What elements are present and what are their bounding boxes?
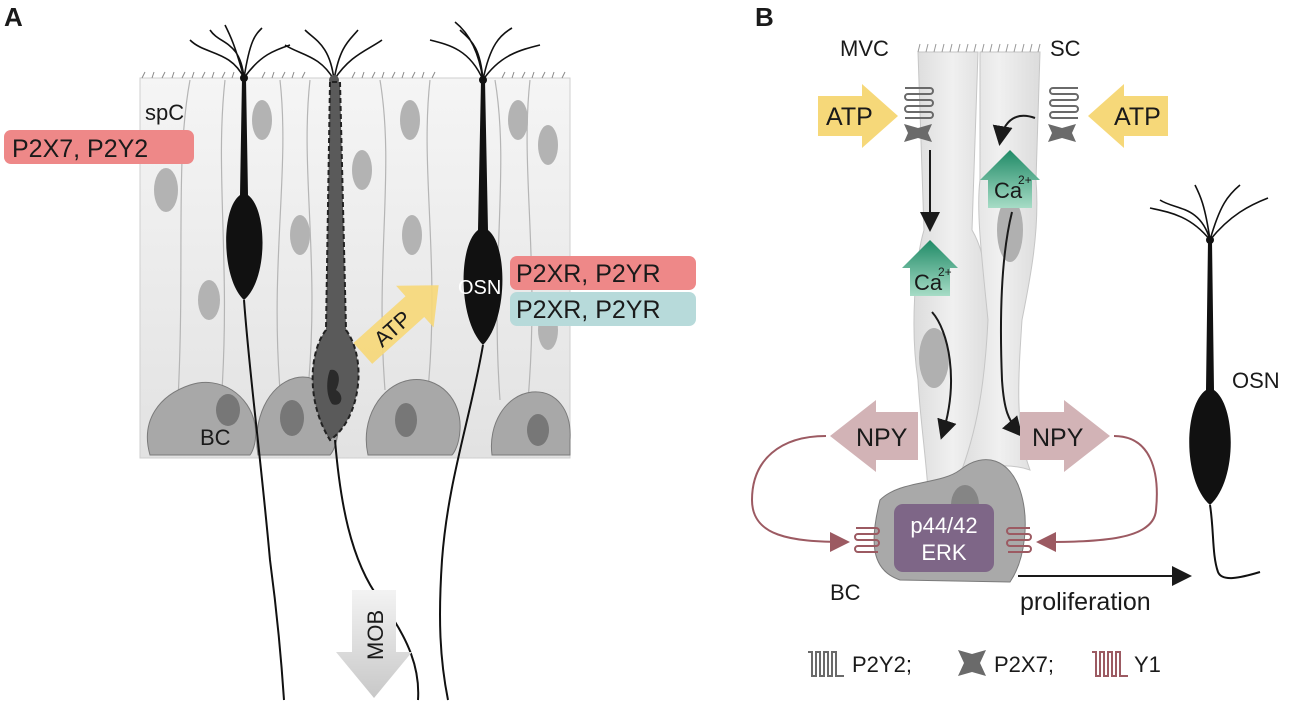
panel-b-letter: B — [755, 2, 774, 32]
ca-label-mvc: Ca — [914, 270, 943, 295]
atp-arrow-left: ATP — [818, 84, 898, 148]
signal-arrow-mvc-2 — [931, 311, 957, 440]
supporting-cell-nuclei — [154, 100, 558, 350]
basal-cells — [146, 376, 571, 456]
legend-p2y2-label: P2Y2; — [852, 652, 912, 677]
osn-receptor-text-2: P2XR, P2YR — [516, 296, 661, 324]
signal-arrow-sc-1 — [992, 114, 1036, 146]
bc-label-b: BC — [830, 580, 861, 605]
ca-label-sc: Ca — [994, 178, 1023, 203]
erk-line1: p44/42 — [910, 513, 977, 538]
legend-y1-label: Y1 — [1134, 652, 1161, 677]
apical-cilia — [141, 71, 566, 79]
p2x7-receptor-sc — [1048, 124, 1076, 142]
osn-label-b: OSN — [1232, 368, 1280, 393]
npy-arrow-right: NPY — [1020, 400, 1110, 472]
legend-p2x7-label: P2X7; — [994, 652, 1054, 677]
erk-box — [894, 504, 994, 572]
mvc-label: MVC — [840, 36, 889, 61]
spc-label: spC — [145, 100, 184, 125]
supporting-cell-boundaries — [177, 79, 533, 401]
olfactory-neuron-1 — [189, 24, 291, 701]
mob-label: MOB — [363, 610, 388, 660]
sc-nucleus — [997, 198, 1023, 262]
npy-arrow-left: NPY — [830, 400, 918, 472]
legend-y1-icon — [1092, 651, 1128, 677]
y1-feedback-right — [1036, 435, 1158, 552]
p2x7-receptor-mvc — [904, 124, 932, 142]
osn-receptor-box-2 — [510, 292, 696, 326]
ca-arrow-sc: Ca 2+ — [980, 150, 1040, 208]
erk-line2: ERK — [921, 540, 967, 565]
proliferation-label: proliferation — [1020, 588, 1151, 616]
atp-label-right: ATP — [1114, 103, 1161, 131]
legend-p2y2-icon — [808, 651, 844, 677]
mob-arrow: MOB — [336, 590, 412, 698]
y1-receptor-left — [854, 527, 880, 553]
olfactory-neuron-b — [1149, 184, 1269, 579]
npy-label-left: NPY — [856, 424, 908, 452]
p2y2-receptor-sc — [1049, 87, 1079, 119]
sc-label: SC — [1050, 36, 1081, 61]
panel-a-letter: A — [4, 2, 23, 32]
atp-label-left: ATP — [826, 103, 873, 131]
spc-receptor-box — [4, 130, 194, 164]
spc-receptor-text: P2X7, P2Y2 — [12, 135, 148, 163]
panel-a: A — [4, 2, 696, 701]
p2y2-receptor-mvc — [904, 87, 934, 119]
y1-feedback-left — [750, 435, 850, 552]
y1-receptor-right — [1006, 527, 1032, 553]
bc-label-a: BC — [200, 425, 231, 450]
osn-receptor-text-1: P2XR, P2YR — [516, 260, 661, 288]
osn-label-a: OSN — [458, 277, 501, 299]
npy-label-right: NPY — [1032, 424, 1084, 452]
ca-sup-sc: 2+ — [1018, 173, 1032, 187]
legend: P2Y2; P2X7; Y1 — [808, 650, 1161, 677]
atp-arrow-right: ATP — [1088, 84, 1168, 148]
mvc-nucleus — [919, 328, 949, 388]
osn-receptor-box-1 — [510, 256, 696, 290]
panel-b: B p44/42 ERK BC MVC SC ATP ATP — [750, 2, 1280, 616]
olfactory-neuron-2 — [429, 21, 541, 701]
legend-p2x7-icon — [958, 650, 986, 676]
ca-arrow-mvc: Ca 2+ — [902, 240, 958, 296]
signal-arrow-sc-2 — [1000, 211, 1023, 438]
ca-sup-mvc: 2+ — [938, 265, 952, 279]
